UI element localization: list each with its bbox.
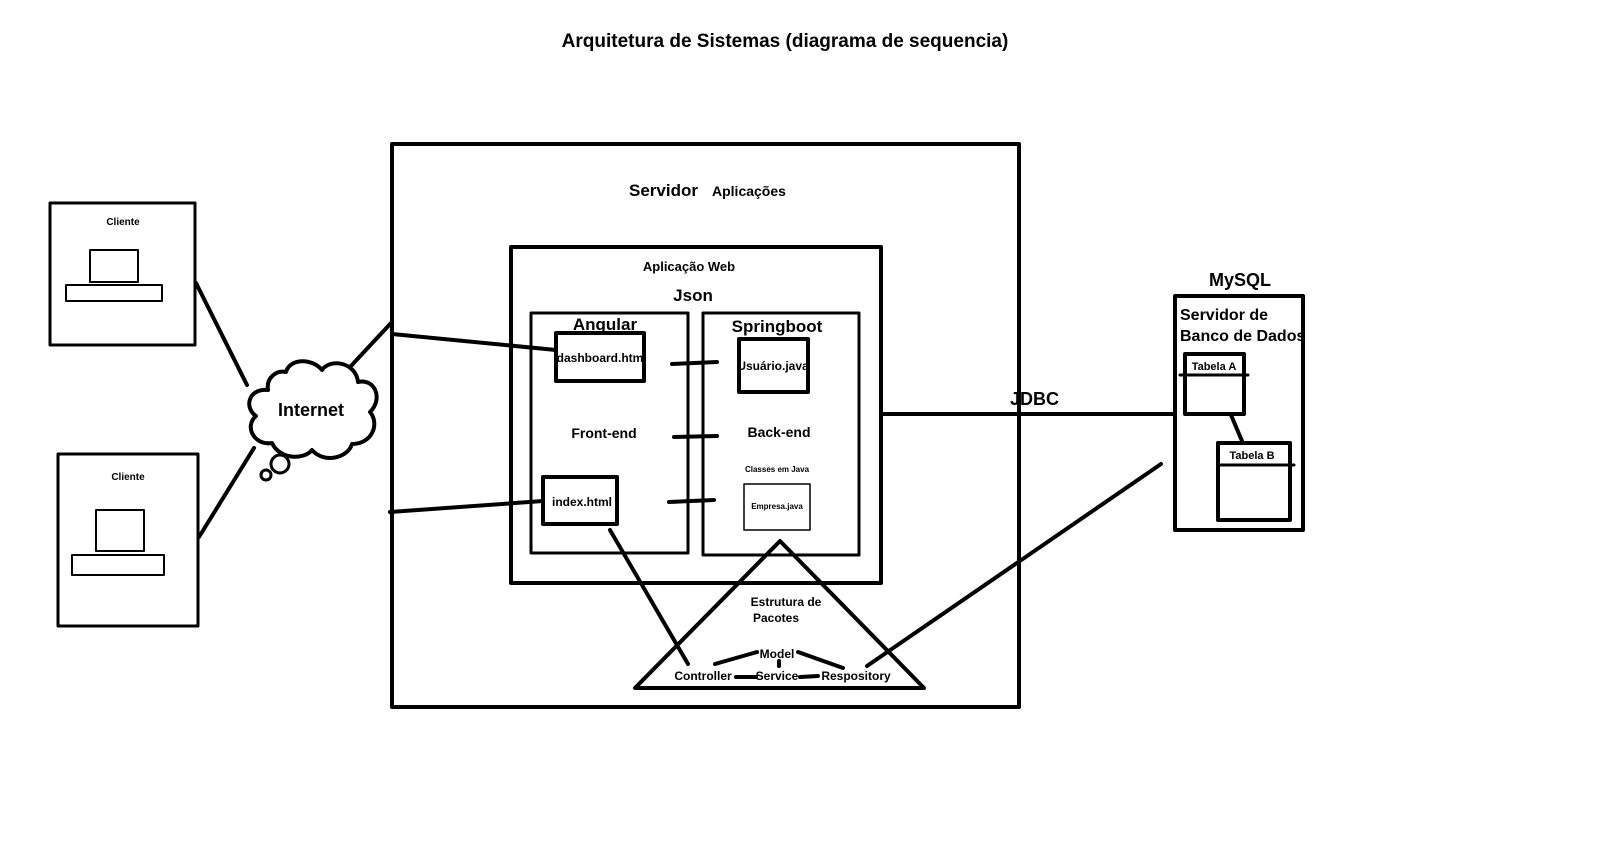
- connector-client1-internet: [194, 281, 249, 387]
- connector-internet-server: [348, 320, 394, 369]
- server-title: Servidor: [629, 181, 698, 200]
- file-dashboard-label: dashboard.htm: [557, 351, 644, 365]
- connector-index-empresa: [667, 498, 716, 504]
- connector-frontend-backend: [672, 434, 719, 439]
- frontend-label: Front-end: [571, 425, 636, 441]
- package-model: Model: [760, 647, 795, 661]
- file-usuario: [737, 337, 810, 394]
- backend-label: Back-end: [747, 424, 810, 440]
- file-dashboard: [554, 331, 646, 383]
- file-index-label: index.html: [552, 495, 612, 509]
- computer-icon: [65, 249, 163, 302]
- server-subtitle: Aplicações: [712, 183, 786, 199]
- client-node-1: Cliente: [48, 201, 197, 347]
- client-label-2: Cliente: [111, 472, 145, 483]
- springboot-backend: Springboot Back-end Classes em Java Usuá…: [701, 311, 861, 557]
- package-repository: Respository: [821, 669, 891, 683]
- table-a-label: Tabela A: [1192, 361, 1237, 373]
- webapp-label: Aplicação Web: [643, 259, 735, 274]
- internet-cloud: Internet: [247, 359, 379, 482]
- table-b: Tabela B: [1216, 441, 1296, 522]
- diagram-title: Arquitetura de Sistemas (diagrama de seq…: [562, 31, 1009, 52]
- package-controller: Controller: [674, 669, 732, 683]
- cloud-icon: [247, 359, 379, 460]
- db-server-label-2: Banco de Dados: [1180, 328, 1305, 345]
- mysql-database-server: MySQL Servidor de Banco de Dados Tabela …: [1173, 270, 1305, 532]
- jdbc-label: JDBC: [1010, 389, 1059, 409]
- connector-server-dashboard: [390, 332, 558, 352]
- connector-index-controller: [608, 528, 690, 666]
- package-service: Service: [756, 669, 799, 683]
- connector-dashboard-usuario: [670, 360, 719, 366]
- connector-table-a-b: [1229, 413, 1244, 443]
- springboot-label: Springboot: [732, 317, 823, 336]
- json-label: Json: [673, 286, 713, 305]
- packages-label-2: Pacotes: [753, 611, 799, 625]
- client-label-1: Cliente: [106, 217, 140, 228]
- application-server: Servidor Aplicações Aplicação Web Json A…: [390, 142, 1021, 709]
- table-a: Tabela A: [1178, 352, 1250, 416]
- connector-server-index: [388, 499, 545, 514]
- connector-repository-database: [865, 462, 1163, 668]
- db-server-label-1: Servidor de: [1180, 307, 1268, 324]
- table-b-label: Tabela B: [1229, 450, 1274, 462]
- file-usuario-label: Usuário.java: [737, 359, 809, 373]
- web-application: Aplicação Web Json Angular Front-end das…: [509, 245, 883, 585]
- angular-label: Angular: [573, 315, 638, 334]
- packages-label-1: Estrutura de: [751, 595, 822, 609]
- client-node-2: Cliente: [56, 452, 200, 628]
- file-empresa-label: Empresa.java: [751, 502, 803, 511]
- internet-label: Internet: [278, 400, 344, 420]
- java-classes-note: Classes em Java: [745, 465, 810, 474]
- file-empresa: [743, 483, 811, 531]
- mysql-title: MySQL: [1209, 270, 1271, 290]
- package-structure: Estrutura de Pacotes Model Controller Se…: [633, 539, 926, 690]
- computer-icon: [71, 509, 165, 576]
- connector-client2-internet: [197, 446, 256, 539]
